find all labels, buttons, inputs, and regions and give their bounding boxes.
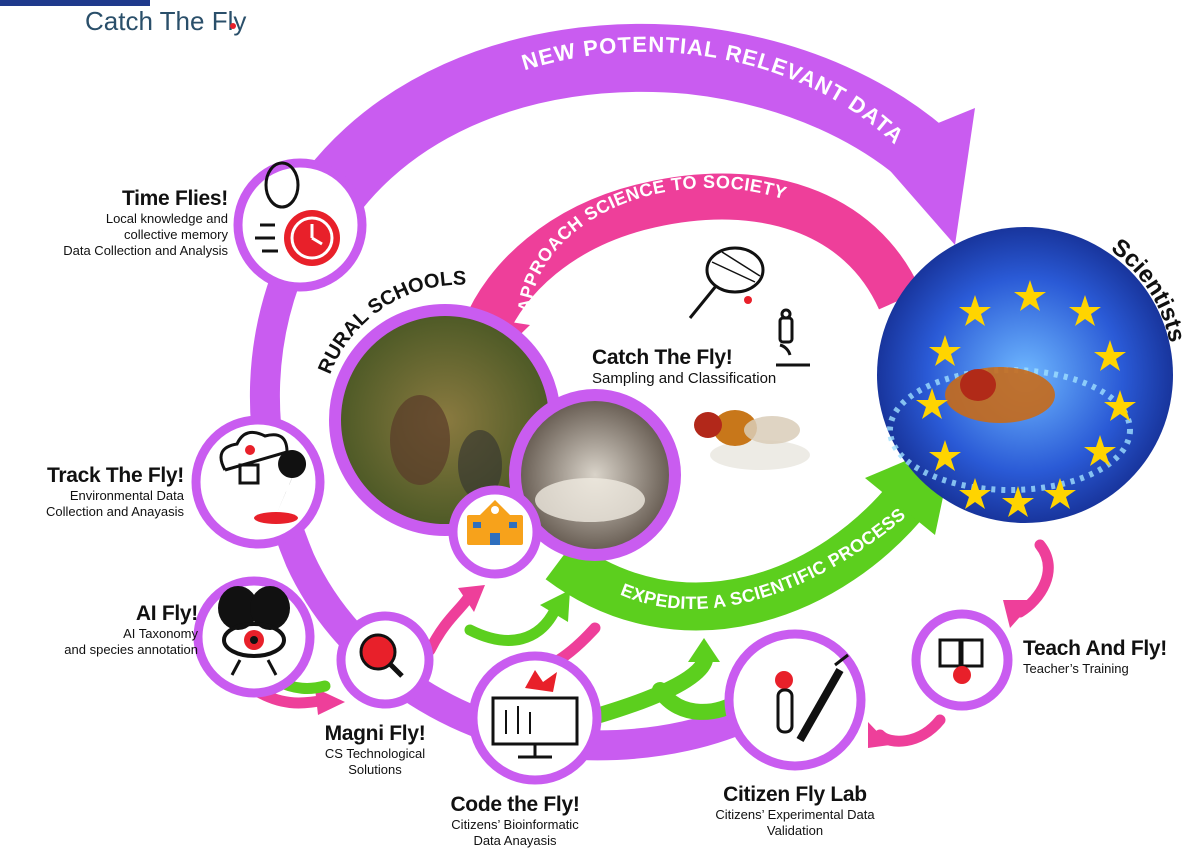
track-fly-desc-1: Environmental Data (69, 488, 184, 503)
book-apple-icon (938, 638, 984, 684)
middle-pink-arc (463, 173, 922, 340)
code-fly-node[interactable] (468, 651, 602, 785)
code-fly-title: Code the Fly! (450, 793, 580, 816)
citizen-lab-desc-1: Citizens’ Experimental Data (715, 807, 875, 822)
magni-fly-node[interactable] (336, 611, 434, 709)
teach-fly-label: Teach And Fly! Teacher’s Training (1023, 637, 1193, 677)
time-flies-desc-3: Data Collection and Analysis (63, 243, 228, 258)
eu-stars (916, 280, 1136, 517)
fruit-fly-image (694, 410, 810, 470)
track-fly-node[interactable] (191, 415, 325, 549)
ai-fly-node[interactable] (193, 576, 315, 698)
ai-fly-desc-2: and species annotation (64, 642, 198, 657)
citizen-lab-title: Citizen Fly Lab (723, 783, 867, 806)
citizen-lab-node[interactable] (724, 629, 866, 771)
outer-arc-arrowhead (872, 108, 975, 245)
teach-fly-title: Teach And Fly! (1023, 637, 1167, 660)
magnifier-icon (359, 633, 404, 678)
magni-fly-desc-1: CS Technological (324, 746, 426, 761)
time-flies-label: Time Flies! Local knowledge and collecti… (0, 187, 228, 259)
teach-fly-desc-1: Teacher’s Training (1023, 661, 1129, 676)
magni-fly-title: Magni Fly! (324, 722, 426, 745)
computer-icon (491, 670, 579, 759)
catch-fly-title: Catch The Fly! (592, 346, 733, 369)
code-fly-label: Code the Fly! Citizens’ Bioinformatic Da… (420, 793, 610, 849)
map-pin-icon (278, 450, 307, 510)
microscope-icon (776, 308, 810, 367)
track-fly-label: Track The Fly! Environmental Data Collec… (4, 464, 184, 520)
svg-text:Catch The Fly: Catch The Fly (85, 6, 246, 36)
time-flies-desc-2: collective memory (123, 227, 228, 242)
time-flies-title: Time Flies! (121, 187, 228, 210)
outer-purple-arc (274, 23, 953, 252)
magni-fly-label: Magni Fly! CS Technological Solutions (290, 722, 460, 778)
code-fly-desc-1: Citizens’ Bioinformatic (451, 817, 579, 832)
citizen-lab-desc-2: Validation (766, 823, 824, 838)
fly-eye-icon (218, 586, 290, 676)
middle-arc-text: APPROACH SCIENCE TO SOCIETY (514, 172, 789, 313)
track-fly-desc-2: Collection and Anayasis (45, 504, 184, 519)
catch-fly-desc-1: Sampling and Classification (592, 370, 777, 387)
time-flies-desc-1: Local knowledge and (105, 211, 228, 226)
fly-net-icon (688, 246, 765, 319)
catch-fly-label: Catch The Fly! Sampling and Classificati… (592, 346, 832, 388)
classroom-photo (509, 389, 681, 561)
citizen-lab-label: Citizen Fly Lab Citizens’ Experimental D… (680, 783, 910, 839)
track-fly-title: Track The Fly! (46, 464, 184, 487)
time-flies-node[interactable] (233, 158, 367, 292)
school-building-badge (448, 485, 542, 579)
scientists-circle (877, 227, 1173, 523)
ai-fly-label: AI Fly! AI Taxonomy and species annotati… (18, 602, 198, 658)
syringe-icon (775, 653, 849, 742)
cloud-icon (219, 430, 289, 472)
ai-fly-title: AI Fly! (135, 602, 198, 625)
logo: Catch The Fly (0, 0, 246, 36)
magni-fly-desc-2: Solutions (348, 762, 402, 777)
green-big-arc (545, 475, 934, 631)
code-fly-desc-2: Data Anayasis (473, 833, 557, 848)
ai-fly-desc-1: AI Taxonomy (123, 626, 198, 641)
teach-fly-node[interactable] (911, 609, 1013, 711)
